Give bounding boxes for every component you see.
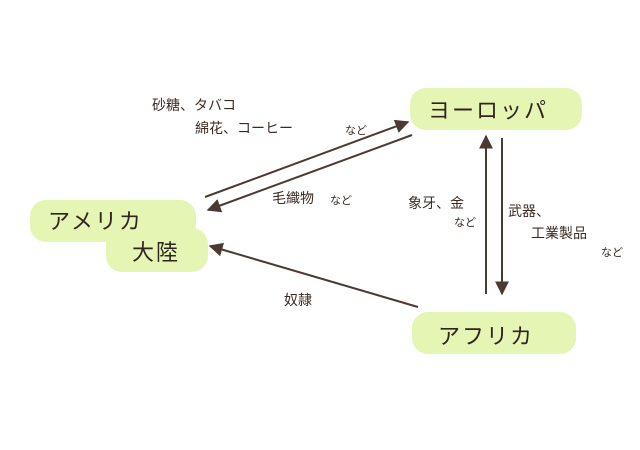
label-industrial-goods-nado: など — [601, 246, 623, 259]
label-woolen: 毛織物 — [272, 191, 314, 207]
node-europe-label: ヨーロッパ — [428, 99, 549, 124]
arrow-america-to-europe — [204, 119, 410, 198]
node-america-label-line1: アメリカ — [48, 210, 143, 235]
label-industrial-goods: 工業製品 — [531, 226, 587, 242]
label-sugar-tobacco: 砂糖、タバコ — [152, 98, 236, 114]
arrow-europe-to-america — [206, 134, 413, 213]
node-america-label-line2: 大陸 — [132, 241, 181, 266]
america-node-bg-bottom — [106, 228, 208, 272]
label-weapons: 武器、 — [508, 204, 550, 220]
label-woolen-nado: など — [330, 194, 352, 207]
arrow-africa-to-america — [208, 242, 419, 308]
label-cotton-coffee-nado: など — [345, 124, 367, 137]
label-slaves: 奴隷 — [284, 293, 312, 309]
label-cotton-coffee: 綿花、コーヒー — [195, 121, 293, 137]
africa-node-bg — [412, 312, 576, 354]
node-africa-label: アフリカ — [438, 325, 535, 350]
europe-node-bg — [410, 88, 582, 130]
label-ivory-gold: 象牙、金 — [408, 196, 464, 212]
label-ivory-gold-nado: など — [454, 216, 476, 229]
